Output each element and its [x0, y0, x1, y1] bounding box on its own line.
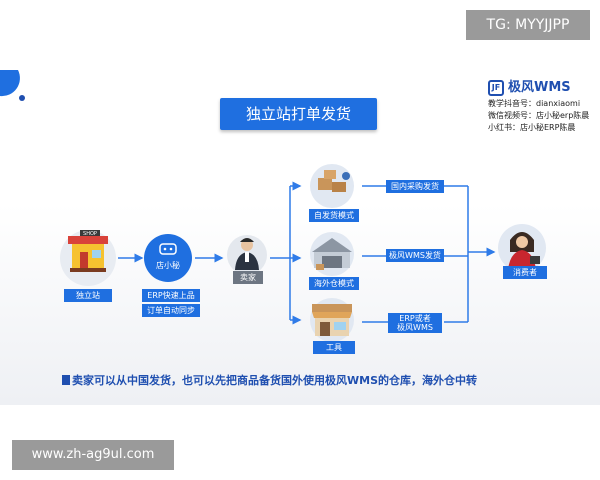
shop-label: 独立站 — [64, 289, 112, 302]
seller-icon — [227, 235, 267, 275]
erp-sub-label-1: ERP快速上品 — [142, 289, 200, 302]
caption-text: 卖家可以从中国发货，也可以先把商品备货国外使用极风WMS的仓库，海外仓中转 — [72, 374, 477, 387]
caption-square-icon — [62, 375, 70, 385]
overseas-label: 海外仓模式 — [309, 277, 359, 290]
erp-icon-text: 店小秘 — [156, 260, 180, 270]
tg-watermark: TG: MYYJJPP — [466, 10, 590, 40]
tool-store-icon — [310, 298, 354, 342]
consumer-icon — [498, 224, 546, 272]
route-erp-wms-line2: 极风WMS — [397, 323, 433, 332]
erp-sub-label-2: 订单自动同步 — [142, 304, 200, 317]
corner-decoration — [0, 70, 25, 101]
self-ship-icon — [310, 164, 354, 208]
consumer-label: 消费者 — [503, 266, 547, 279]
brand-block: JF 极风WMS 教学抖音号：dianxiaomi 微信视频号：店小秘erp陈晨… — [488, 80, 598, 134]
brand-line-wechat: 微信视频号：店小秘erp陈晨 — [488, 111, 590, 120]
shop-sign-text: SHOP — [83, 231, 97, 237]
brand-mark-icon: JF — [488, 80, 504, 96]
self-ship-label: 自发货模式 — [309, 209, 359, 222]
brand-logo: JF 极风WMS — [488, 80, 598, 96]
shop-icon: SHOP — [60, 230, 116, 286]
tool-label: 工具 — [313, 341, 355, 354]
brand-line-douyin: 教学抖音号：dianxiaomi — [488, 99, 581, 108]
brand-name: 极风WMS — [508, 80, 571, 95]
route-wms-label: 极风WMS发货 — [386, 249, 444, 262]
slide-caption: 卖家可以从中国发货，也可以先把商品备货国外使用极风WMS的仓库，海外仓中转 — [62, 372, 477, 388]
seller-label: 卖家 — [233, 271, 263, 284]
warehouse-icon — [310, 232, 354, 276]
url-watermark: www.zh-ag9ul.com — [12, 440, 174, 470]
route-erp-wms-line1: ERP或者 — [399, 314, 431, 323]
route-domestic-label: 国内采购发货 — [386, 180, 444, 193]
brand-line-xiaohongshu: 小红书：店小秘ERP陈晨 — [488, 123, 576, 132]
page-title: 独立站打单发货 — [220, 98, 377, 130]
route-erp-wms-label: ERP或者 极风WMS — [388, 313, 442, 333]
erp-node: 店小秘 — [144, 234, 192, 282]
